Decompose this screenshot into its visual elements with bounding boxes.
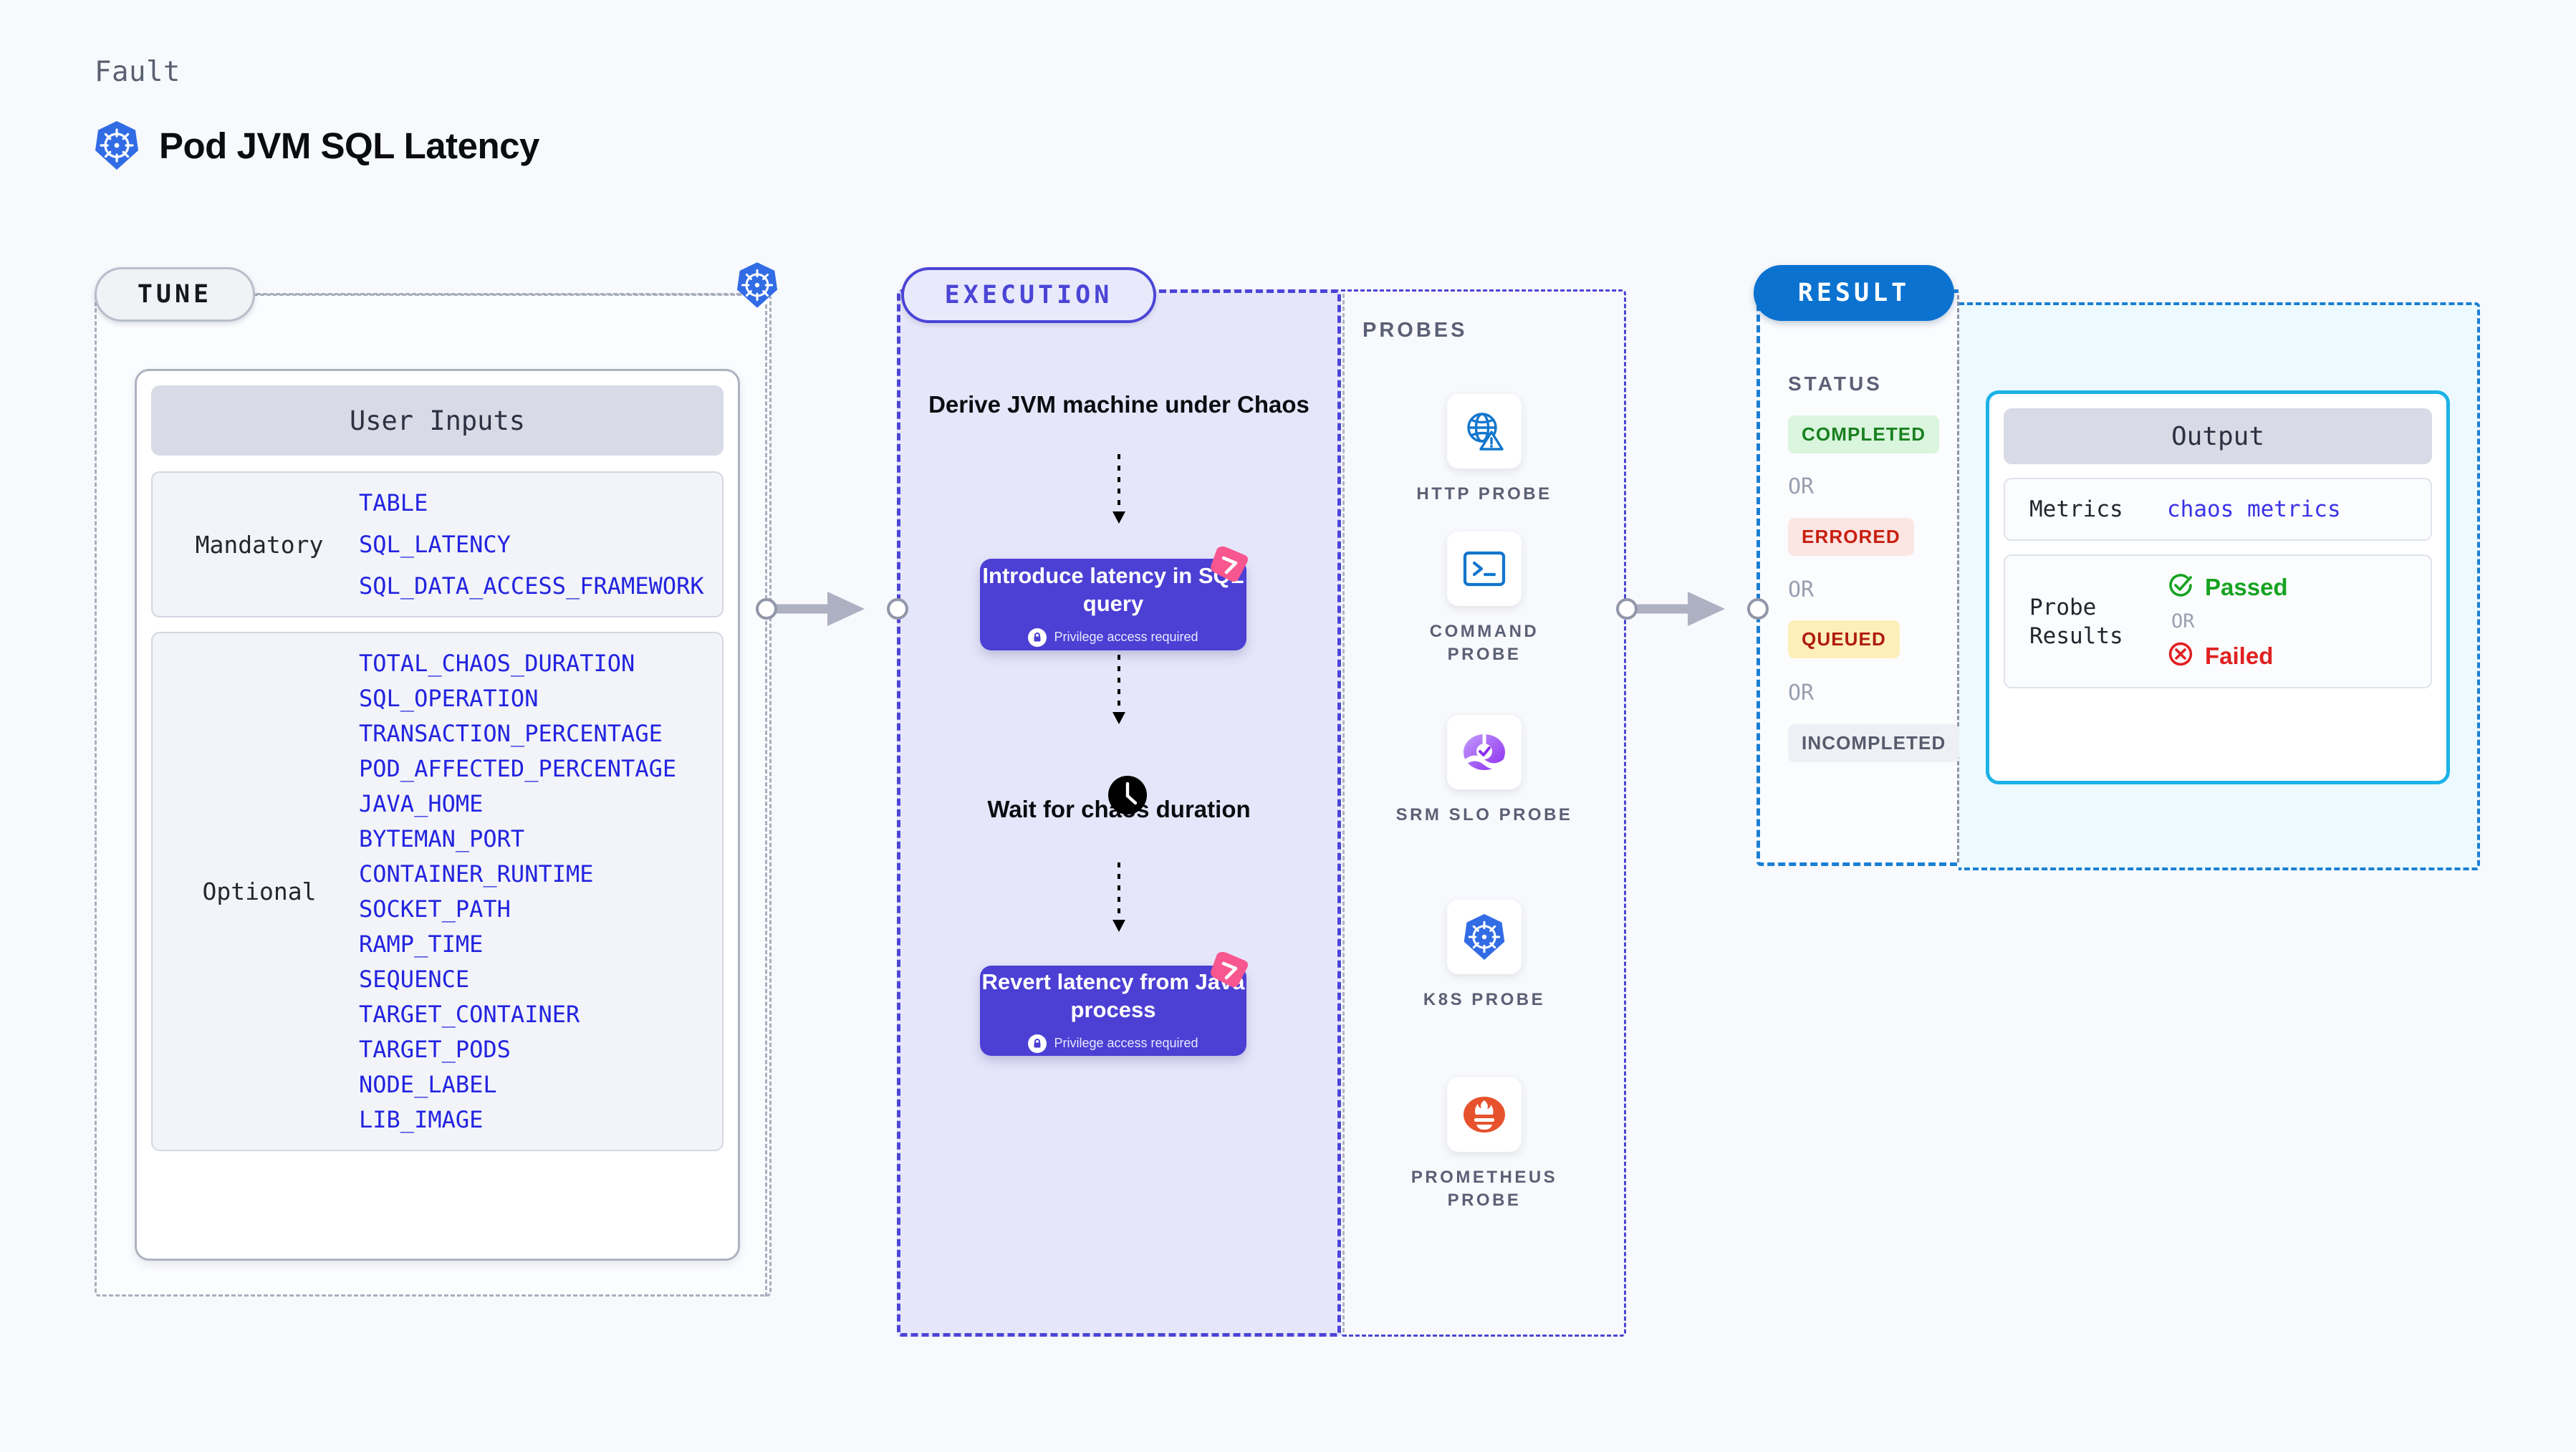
privilege-note: Privilege access required	[1028, 628, 1198, 647]
param-item[interactable]: LIB_IMAGE	[359, 1106, 484, 1133]
param-item[interactable]: SQL_DATA_ACCESS_FRAMEWORK	[359, 572, 704, 600]
param-item[interactable]: BYTEMAN_PORT	[359, 825, 525, 852]
mandatory-params: TABLE SQL_LATENCY SQL_DATA_ACCESS_FRAMEW…	[359, 491, 704, 597]
result-pill[interactable]: RESULT	[1754, 265, 1954, 321]
probe-item-k8s[interactable]: K8S PROBE	[1391, 900, 1577, 1011]
param-item[interactable]: POD_AFFECTED_PERCENTAGE	[359, 755, 677, 782]
output-title: Output	[2004, 408, 2432, 464]
status-label: STATUS	[1788, 372, 1883, 395]
mandatory-label: Mandatory	[195, 530, 324, 559]
execution-action-box[interactable]: Revert latency from Java process Privile…	[980, 966, 1246, 1056]
probe-name: COMMAND PROBE	[1429, 622, 1539, 665]
kubernetes-icon	[1447, 900, 1522, 974]
probe-results-values: Passed OR Failed	[2167, 572, 2288, 671]
prometheus-icon	[1447, 1077, 1522, 1152]
execution-action-box[interactable]: Introduce latency in SQL query Privilege…	[980, 559, 1246, 650]
status-badge: COMPLETED	[1788, 415, 1940, 453]
result-divider	[1957, 295, 1959, 862]
probe-name: PROMETHEUS PROBE	[1410, 1168, 1558, 1211]
optional-label: Optional	[202, 878, 317, 905]
status-badge: ERRORED	[1788, 518, 1914, 556]
kubernetes-icon	[95, 120, 139, 170]
tune-kubernetes-icon	[736, 261, 778, 312]
flow-arrow-down	[1112, 454, 1125, 524]
probe-name: SRM SLO PROBE	[1395, 805, 1573, 824]
tune-top-connector	[256, 293, 766, 295]
globe-warning-icon	[1447, 394, 1522, 468]
user-inputs-title: User Inputs	[151, 385, 724, 456]
fault-label: Fault	[95, 56, 181, 88]
probes-divider	[1342, 294, 1345, 1332]
probe-item-http[interactable]: HTTP PROBE	[1391, 394, 1577, 506]
probe-item-command[interactable]: COMMAND PROBE	[1391, 532, 1577, 667]
or-separator: OR	[1788, 681, 1815, 706]
srm-slo-icon	[1447, 715, 1522, 789]
optional-params: TOTAL_CHAOS_DURATION SQL_OPERATION TRANS…	[359, 652, 676, 1131]
param-item[interactable]: CONTAINER_RUNTIME	[359, 860, 594, 888]
or-separator: OR	[1788, 577, 1815, 602]
output-row-label: Metrics	[2029, 496, 2123, 522]
lock-icon	[1028, 1034, 1047, 1053]
mandatory-group: Mandatory TABLE SQL_LATENCY SQL_DATA_ACC…	[151, 471, 724, 617]
param-item[interactable]: TOTAL_CHAOS_DURATION	[359, 650, 635, 677]
privilege-note-text: Privilege access required	[1054, 630, 1198, 645]
privilege-note: Privilege access required	[1028, 1034, 1198, 1053]
or-separator: OR	[1788, 474, 1815, 499]
execution-action-title: Introduce latency in SQL query	[982, 563, 1244, 616]
litmus-badge-icon	[1208, 950, 1249, 992]
page-title: Pod JVM SQL Latency	[159, 125, 539, 166]
flow-arrow-down	[1112, 862, 1125, 932]
clock-icon	[1107, 775, 1148, 819]
param-item[interactable]: RAMP_TIME	[359, 931, 484, 958]
probe-result-passed: Passed	[2167, 572, 2288, 602]
param-item[interactable]: TARGET_CONTAINER	[359, 1001, 580, 1028]
param-item[interactable]: SQL_OPERATION	[359, 685, 539, 712]
flow-step-heading: Derive JVM machine under Chaos	[928, 391, 1309, 418]
param-item[interactable]: SEQUENCE	[359, 966, 470, 993]
param-item[interactable]: TRANSACTION_PERCENTAGE	[359, 720, 663, 747]
param-item[interactable]: TABLE	[359, 489, 428, 516]
probe-name: K8S PROBE	[1423, 990, 1546, 1009]
execution-pill[interactable]: EXECUTION	[901, 267, 1156, 323]
terminal-icon	[1447, 532, 1522, 606]
status-badge: QUEUED	[1788, 620, 1900, 658]
metrics-value[interactable]: chaos metrics	[2167, 496, 2341, 523]
output-row-probe-results: Probe Results Passed OR	[2004, 554, 2432, 689]
user-inputs-card: User Inputs Mandatory TABLE SQL_LATENCY …	[135, 369, 740, 1261]
output-row-metrics: Metrics chaos metrics	[2004, 478, 2432, 542]
param-item[interactable]: SOCKET_PATH	[359, 895, 511, 923]
param-item[interactable]: JAVA_HOME	[359, 790, 484, 817]
probes-label: PROBES	[1363, 319, 1468, 342]
tune-right-connector	[765, 304, 767, 1297]
optional-group: Optional TOTAL_CHAOS_DURATION SQL_OPERAT…	[151, 632, 724, 1151]
litmus-badge-icon	[1208, 544, 1249, 587]
execution-panel	[897, 289, 1341, 1337]
result-panel	[1756, 289, 1959, 866]
page-title-row: Pod JVM SQL Latency	[95, 120, 539, 170]
status-badge: INCOMPLETED	[1788, 724, 1960, 762]
probe-name: HTTP PROBE	[1416, 484, 1552, 504]
execution-action-title: Revert latency from Java process	[981, 969, 1245, 1022]
connector-execution-to-result	[1616, 592, 1769, 626]
x-circle-icon	[2167, 640, 2194, 671]
or-separator: OR	[2171, 610, 2195, 633]
probe-result-failed: Failed	[2167, 640, 2288, 671]
connector-tune-to-execution	[756, 592, 908, 626]
param-item[interactable]: SQL_LATENCY	[359, 531, 511, 558]
probe-result-passed-text: Passed	[2205, 573, 2288, 600]
probe-item-srm-slo[interactable]: SRM SLO PROBE	[1391, 715, 1577, 827]
tune-pill[interactable]: TUNE	[95, 267, 255, 322]
param-item[interactable]: NODE_LABEL	[359, 1071, 497, 1098]
check-circle-icon	[2167, 572, 2194, 602]
output-card: Output Metrics chaos metrics Probe Resul…	[1986, 390, 2450, 784]
privilege-note-text: Privilege access required	[1054, 1036, 1198, 1051]
param-item[interactable]: TARGET_PODS	[359, 1036, 511, 1063]
output-row-label: Probe Results	[2029, 594, 2123, 649]
probe-result-failed-text: Failed	[2205, 642, 2274, 669]
flow-arrow-down	[1112, 655, 1125, 724]
probe-item-prometheus[interactable]: PROMETHEUS PROBE	[1391, 1077, 1577, 1213]
lock-icon	[1028, 628, 1047, 647]
